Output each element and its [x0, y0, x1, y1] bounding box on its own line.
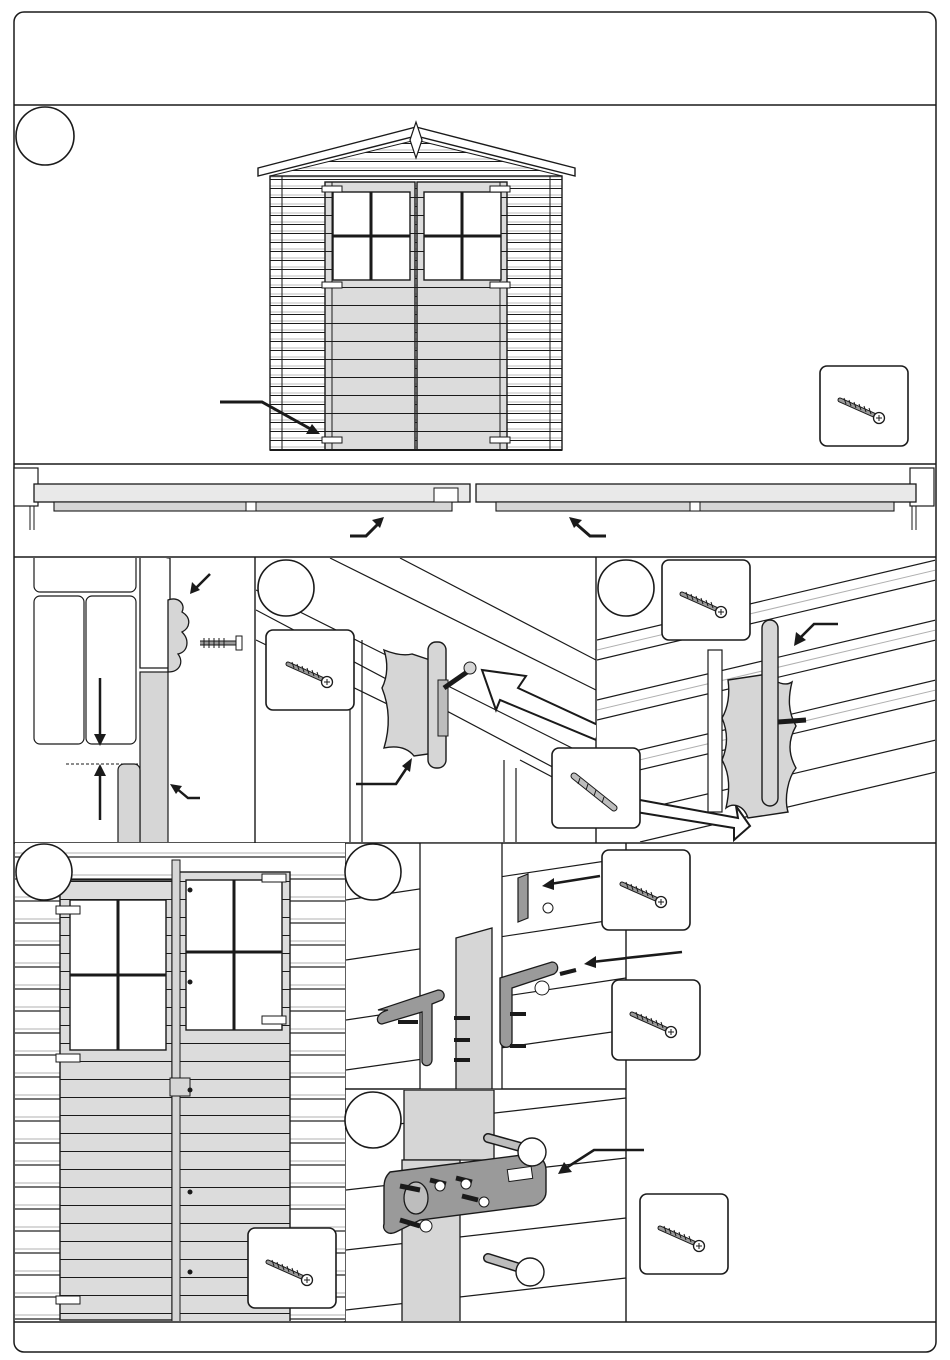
- left-door-plan: [34, 484, 470, 502]
- shed-front-illustration: [258, 122, 575, 450]
- step-3b-badge: [258, 560, 314, 616]
- drill-bit-callout: [552, 748, 640, 828]
- screw-icon: [236, 636, 242, 650]
- step-5-badge: [345, 844, 401, 900]
- screw-head-icon: [518, 1138, 546, 1166]
- right-door-plan: [476, 484, 916, 502]
- step-1-badge: [16, 107, 74, 165]
- screw-head-icon: [516, 1258, 544, 1286]
- step-4-door-detail: [15, 843, 345, 1322]
- step-3c-badge: [598, 560, 654, 616]
- step-4-badge: [16, 844, 72, 900]
- screw-callout-2: [266, 630, 354, 710]
- screw-head-icon: [535, 981, 549, 995]
- step-6-badge: [345, 1092, 401, 1148]
